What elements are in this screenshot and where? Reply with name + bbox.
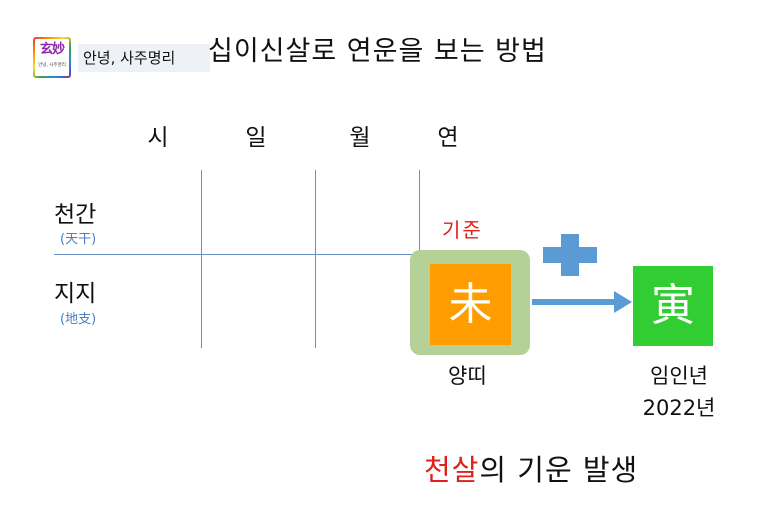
base-branch-caption: 양띠 xyxy=(448,364,487,388)
target-year-number: 2022년 xyxy=(642,396,716,420)
target-year-name: 임인년 xyxy=(650,364,708,388)
grid-horizontal-line xyxy=(54,254,510,255)
column-header-month: 월 xyxy=(349,125,371,151)
grid-vertical-line xyxy=(419,170,420,280)
result-rest: 의 기운 발생 xyxy=(479,453,639,487)
row-label-earthly-branch: 지지 xyxy=(54,281,97,307)
row-label-heavenly-stem: 천간 xyxy=(54,202,97,228)
column-header-year: 연 xyxy=(437,125,459,151)
row-sublabel-earthly-branch: (地支) xyxy=(60,312,97,327)
grid-vertical-line xyxy=(201,170,202,348)
target-branch-tile: 寅 xyxy=(633,266,713,346)
plus-icon xyxy=(543,234,597,276)
logo-text: 玄妙 xyxy=(39,42,65,57)
result-text: 천살의 기운 발생 xyxy=(424,450,638,490)
brand-label: 안녕, 사주명리 xyxy=(78,44,210,72)
arrow-right-icon xyxy=(532,291,632,313)
page-title: 십이신살로 연운을 보는 방법 xyxy=(208,36,547,67)
base-branch-tile: 未 xyxy=(430,264,511,345)
result-highlight: 천살 xyxy=(424,453,480,487)
logo: 玄妙 안녕, 사주명리 xyxy=(33,37,71,78)
column-header-day: 일 xyxy=(245,125,267,151)
grid-vertical-line xyxy=(315,170,316,348)
criterion-label: 기준 xyxy=(442,218,483,242)
column-header-hour: 시 xyxy=(147,125,169,151)
logo-subtext: 안녕, 사주명리 xyxy=(38,62,66,68)
row-sublabel-heavenly-stem: (天干) xyxy=(60,232,97,247)
